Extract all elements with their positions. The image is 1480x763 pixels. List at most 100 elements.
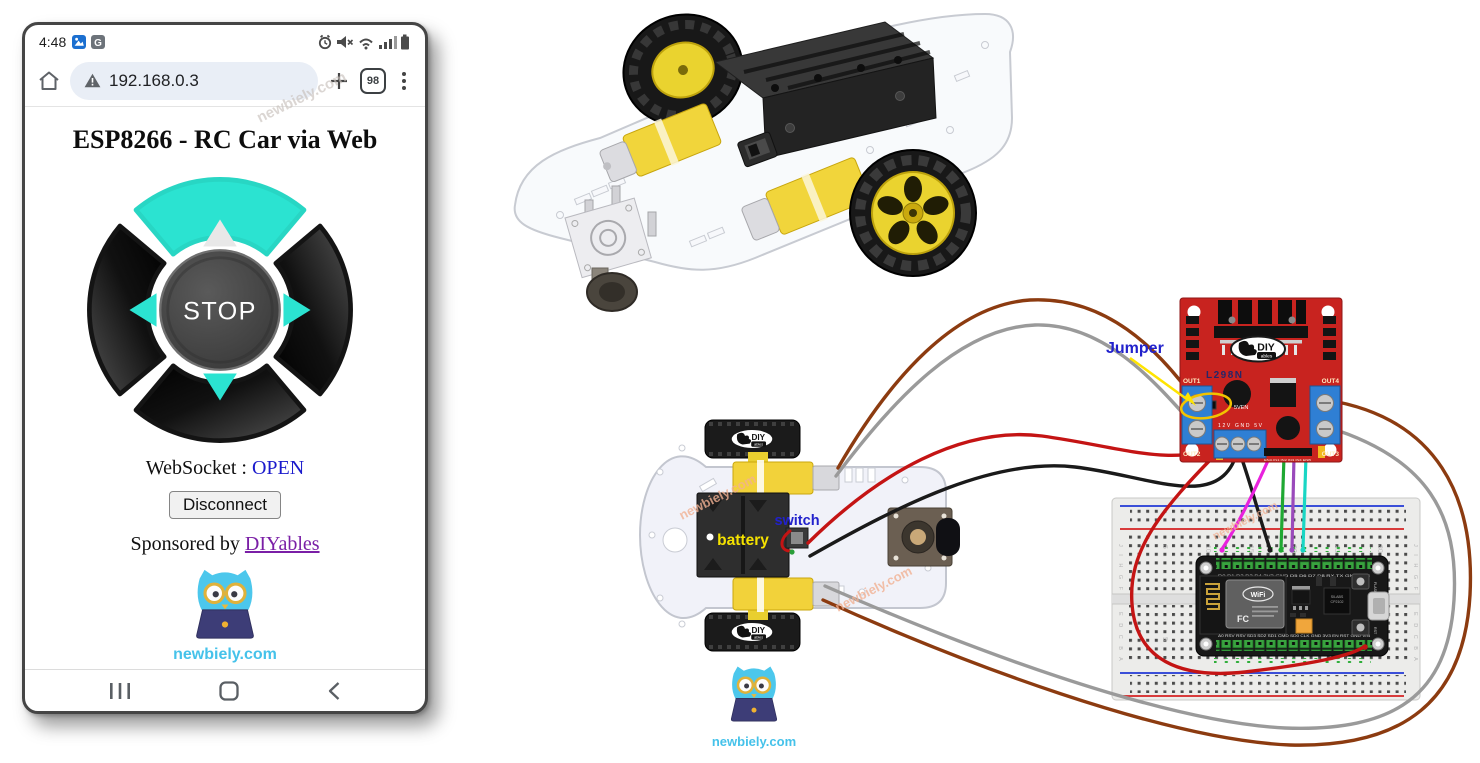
flash-button: FLASH (1351, 573, 1377, 594)
nodemcu-esp8266: D0 D1 D2 D3 D4 3V3 GND D5 D6 D7 D8 RX TX… (1195, 555, 1390, 657)
url-text: 192.168.0.3 (109, 70, 199, 90)
svg-text:RST: RST (1373, 627, 1377, 635)
page-title: ESP8266 - RC Car via Web (72, 125, 378, 154)
newbiely-owl-logo (195, 568, 255, 640)
svg-text:10: 10 (1204, 545, 1211, 553)
in1-wire-magenta (1220, 454, 1272, 551)
phone-frame: 4:48 G (22, 22, 428, 714)
diyables-link[interactable]: DIYables (244, 533, 320, 555)
control-pin-header (1264, 448, 1312, 456)
tab-switcher-button[interactable]: 98 (360, 67, 386, 94)
websocket-status-line: WebSocket : OPEN (25, 457, 425, 480)
android-nav-bar (25, 670, 425, 711)
websocket-status: OPEN (251, 457, 305, 479)
jumper-highlight-circle (1179, 392, 1233, 420)
svg-text:5: 5 (1161, 637, 1168, 641)
diodes (1186, 316, 1336, 360)
status-time: 4:48 (39, 34, 67, 50)
svg-text:E D C B A: E D C B A (1117, 612, 1123, 664)
battery-icon (401, 34, 409, 50)
wires (780, 298, 1473, 747)
svg-text:G: G (94, 38, 102, 49)
stop-label: STOP (183, 297, 257, 325)
polyfuse (1295, 618, 1313, 634)
heatsink (1214, 300, 1308, 355)
car-top-view (638, 419, 960, 652)
new-tab-icon[interactable] (327, 69, 351, 93)
alarm-icon (318, 34, 332, 50)
jumper-arrowhead (1184, 392, 1196, 406)
switch-label: switch (774, 513, 819, 529)
power-terminal (1213, 429, 1267, 459)
insecure-warning-icon (84, 73, 101, 88)
left-arrow-icon (129, 293, 157, 327)
disconnect-button[interactable]: Disconnect (168, 491, 282, 519)
l298n-motor-driver: L298N 5VEN 12V GND 5V (1179, 297, 1343, 463)
signal-icon (379, 36, 397, 49)
diyables-logo (1230, 335, 1286, 363)
browser-toolbar: 192.168.0.3 98 (25, 55, 425, 107)
out3-out4-terminal (1309, 385, 1341, 445)
bottom-pin-row (1216, 640, 1372, 651)
in4-wire-cyan (1301, 454, 1308, 551)
stop-button[interactable]: STOP (159, 249, 281, 371)
newbiely-brand-text-diagram: newbiely.com (712, 734, 796, 749)
12v-to-vin-wire (1129, 446, 1367, 676)
right-motor-wire-brown (821, 398, 1473, 747)
left-motor-wire-brown (836, 298, 1199, 470)
caster-top-view (887, 507, 960, 567)
back-button[interactable] (327, 681, 341, 701)
kebab-menu-icon[interactable] (395, 69, 413, 93)
top-pin-labels: D0 D1 D2 D3 D4 3V3 GND D5 D6 D7 D8 RX TX… (1218, 574, 1370, 578)
switch-top-view (785, 527, 809, 549)
svg-text:30: 30 (1376, 545, 1383, 553)
right-arrow-icon (283, 293, 311, 327)
websocket-label: WebSocket : (145, 457, 252, 479)
enable-pin-label: 5VEN (1234, 405, 1248, 411)
out1-label: OUT1 (1183, 378, 1201, 385)
battery-to-switch-wire (780, 529, 794, 553)
power-pins-label: 12V GND 5V (1218, 423, 1263, 429)
svg-text:J I H G F: J I H G F (1412, 544, 1418, 593)
home-nav-button[interactable] (219, 680, 239, 701)
tab-count: 98 (366, 74, 380, 87)
mounting-holes (1199, 561, 1385, 651)
svg-text:CP2102: CP2102 (1331, 600, 1344, 604)
jumper-arrow (1129, 356, 1189, 402)
breadboard-row-letters: J I H G F E D C B A J I H G F E D C B A (1117, 544, 1418, 664)
home-icon[interactable] (37, 69, 61, 93)
reset-button: RST (1351, 619, 1377, 636)
photos-app-icon (72, 35, 87, 49)
battery-negative-wire (808, 447, 1240, 558)
sponsored-line: Sponsored by DIYables (25, 533, 425, 556)
l298n-silkscreen: L298N (1206, 370, 1244, 381)
usb-uart-chip: SILABS CP2102 (1323, 587, 1351, 615)
caster-wheel-3d (564, 185, 657, 312)
left-motor-wire-gray (834, 323, 1199, 478)
svg-text:E D C B A: E D C B A (1412, 612, 1418, 664)
battery-label: battery (717, 532, 769, 549)
annotations: Jumper switch battery (717, 340, 1233, 549)
svg-text:SILABS: SILABS (1331, 595, 1344, 599)
battery-holder-3d (713, 21, 937, 159)
up-arrow-icon (203, 219, 237, 247)
switch-3d (737, 131, 778, 168)
right-motor-wire-gray (823, 425, 1457, 730)
wifi-icon (359, 38, 373, 50)
svg-text:5: 5 (1161, 545, 1168, 549)
battery-positive-wire (806, 433, 1224, 545)
out4-label: OUT4 (1322, 378, 1340, 385)
micro-usb-port (1367, 591, 1390, 621)
left-wheel-top-view (704, 419, 801, 459)
chassis-3d-render (513, 12, 1014, 312)
translate-app-icon: G (91, 35, 106, 49)
wiring-diagram: 5 10 15 20 25 30 5 10 15 20 25 30 J I H … (513, 12, 1473, 749)
status-bar: 4:48 G (25, 25, 425, 55)
dpad-control: STOP (80, 170, 360, 450)
status-icons (318, 34, 409, 50)
recent-apps-button[interactable] (109, 682, 131, 700)
sponsored-prefix: Sponsored by (130, 533, 245, 555)
front-wheel-3d (849, 149, 977, 277)
address-bar[interactable]: 192.168.0.3 (70, 61, 318, 100)
